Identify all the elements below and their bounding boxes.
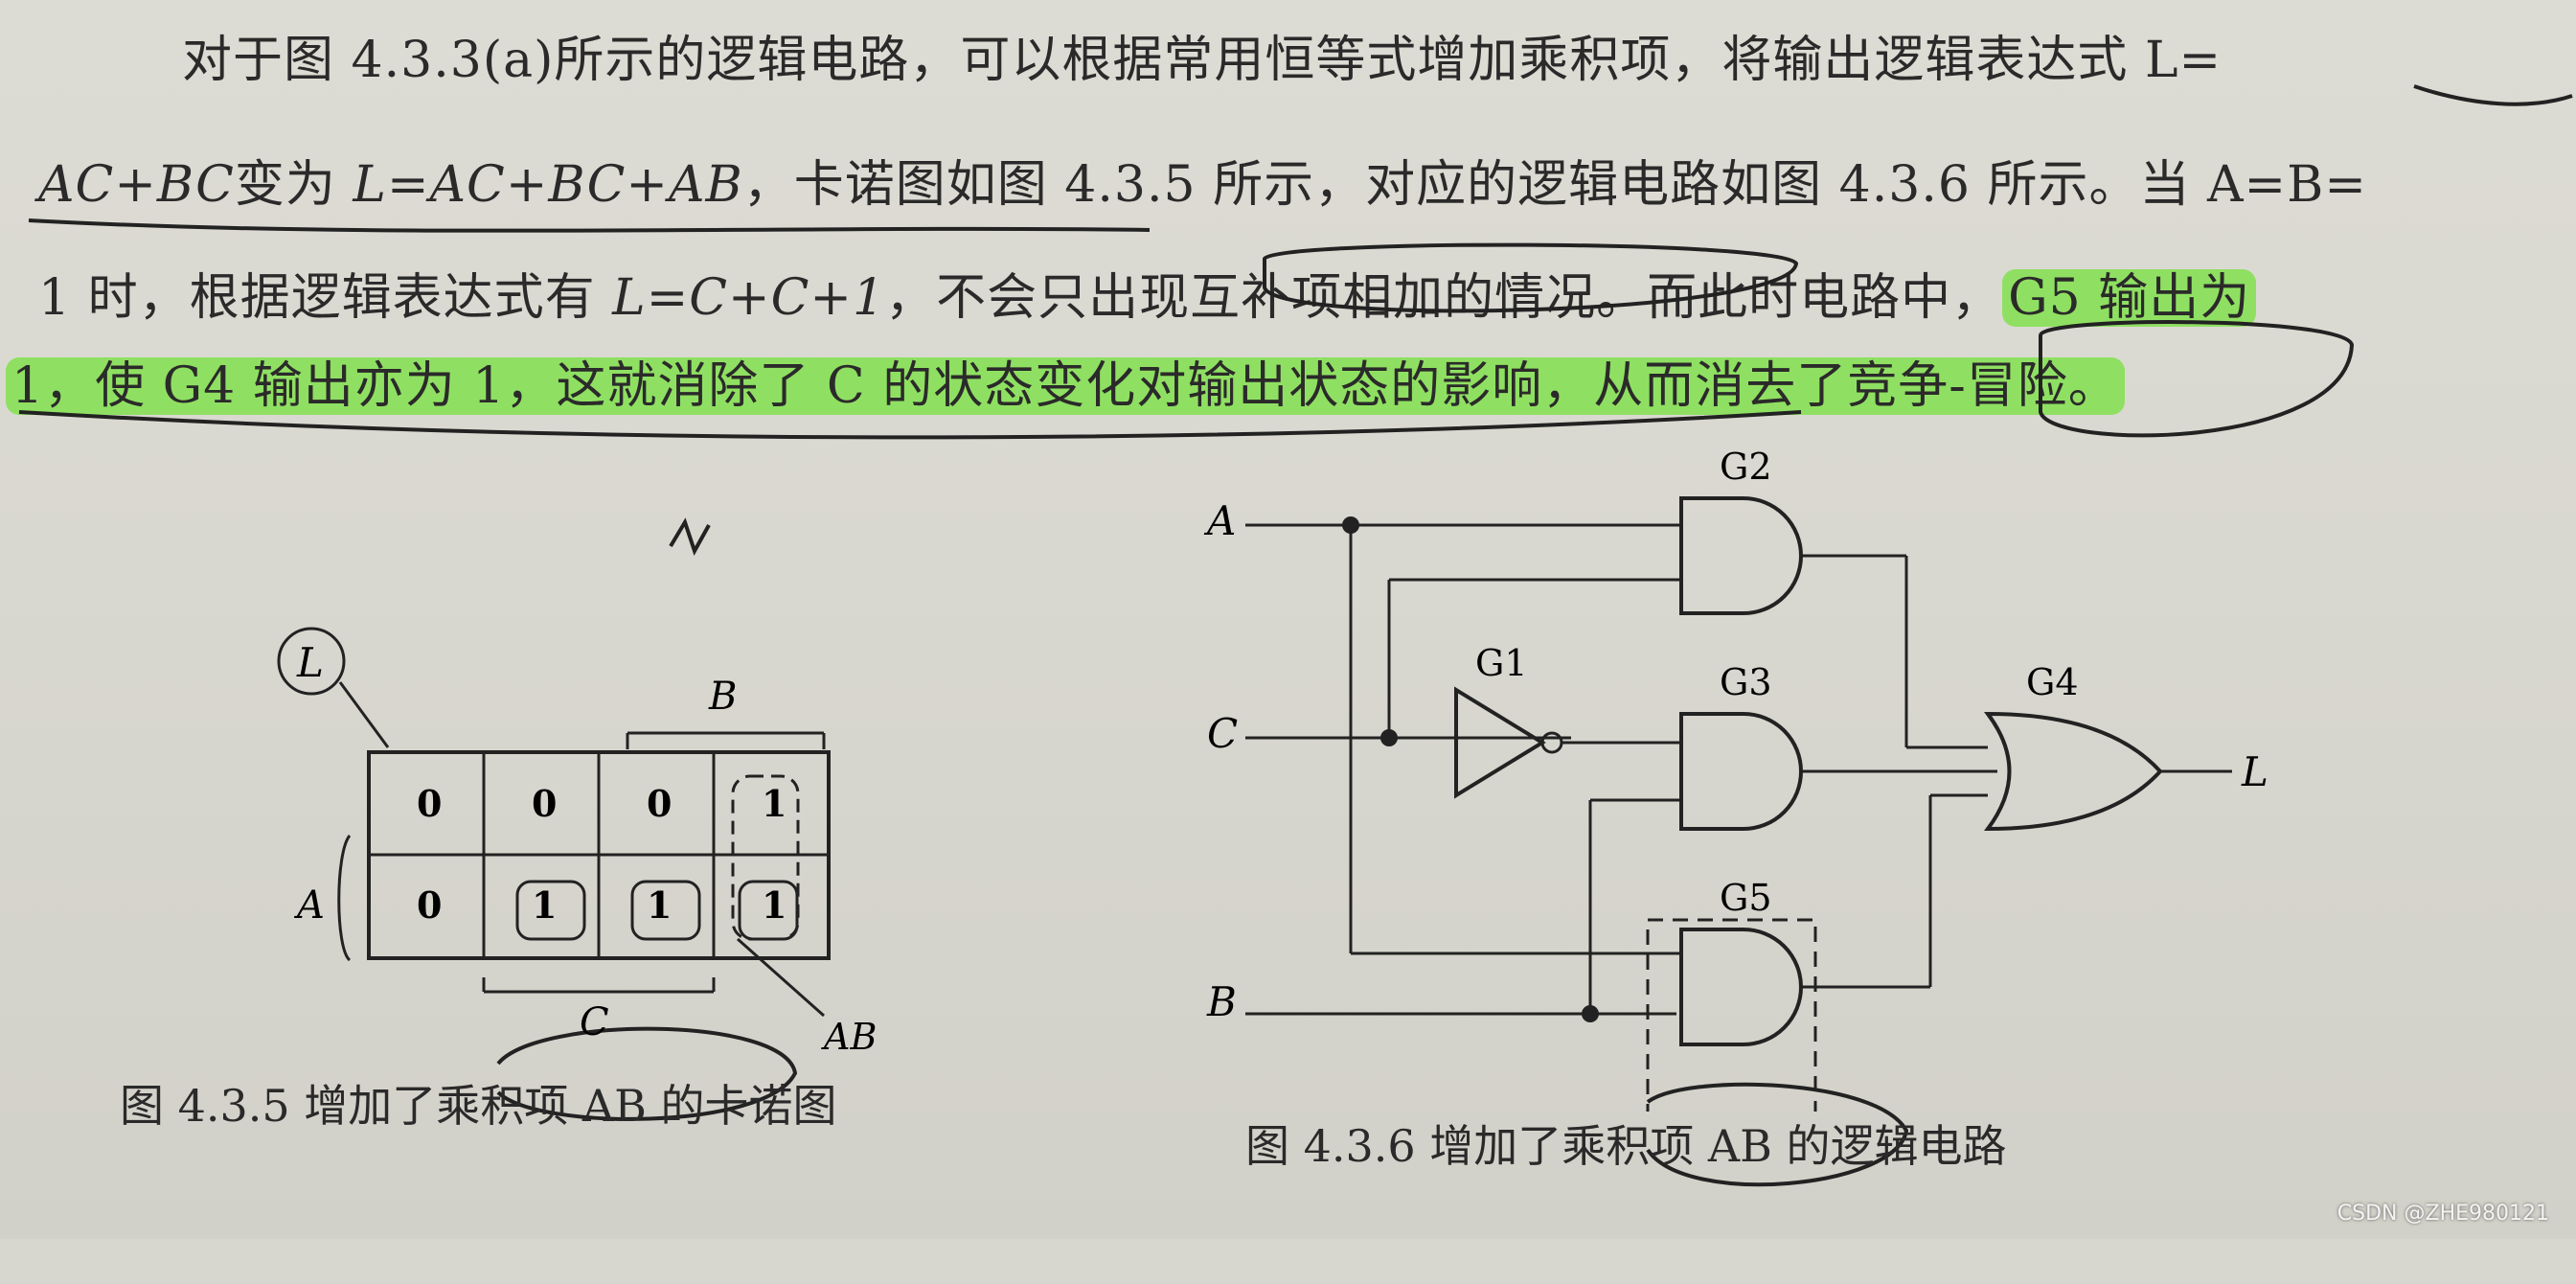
text-line-2-rest: ，卡诺图如图 4.3.5 所示，对应的逻辑电路如图 4.3.6 所示。当 A=B…: [742, 156, 2367, 214]
expr-original: AC+BC: [38, 156, 235, 214]
expr-a-eq-b: L=C+C+1: [612, 269, 886, 327]
kmap-group-cell-2: [630, 880, 701, 941]
text-line-4: 1，使 G4 输出亦为 1，这就消除了 C 的状态变化对输出状态的影响，从而消去…: [6, 345, 2125, 417]
kmap-group-cell-1: [515, 880, 586, 941]
highlight-g5: G5 输出为: [2002, 269, 2257, 327]
kmap-cell-0-1: 0: [532, 782, 557, 825]
karnaugh-map: L B A 0 0 0 1 0 1 1 1 AB C: [277, 627, 877, 1058]
book-page: 对于图 4.3.3(a)所示的逻辑电路，可以根据常用恒等式增加乘积项，将输出逻辑…: [0, 0, 2576, 1239]
gate-label-g5: G5: [1720, 877, 1772, 919]
input-label-a: A: [1203, 497, 1236, 544]
gate-g2-and: [1679, 496, 1803, 615]
input-label-c: C: [1207, 710, 1238, 757]
gate-label-g3: G3: [1720, 661, 1772, 703]
gate-label-g2: G2: [1720, 446, 1772, 488]
kmap-cell-1-2: 1: [647, 883, 672, 927]
expr-new: L=AC+BC+AB: [353, 156, 743, 214]
text-line-1: 对于图 4.3.3(a)所示的逻辑电路，可以根据常用恒等式增加乘积项，将输出逻辑…: [182, 32, 2223, 89]
kmap-left-label: A: [293, 883, 325, 928]
gate-label-g1: G1: [1475, 642, 1528, 684]
text-line-3-b: ，不会只出现互补项相加的情况。而此时电路中，: [885, 269, 2003, 327]
input-label-b: B: [1206, 978, 1237, 1025]
output-label-l: L: [2241, 748, 2268, 795]
pen-annotations: [18, 84, 2573, 1187]
text-line-2: AC+BC变为 L=AC+BC+AB，卡诺图如图 4.3.5 所示，对应的逻辑电…: [38, 144, 2367, 216]
g5-dashed-box: [1646, 918, 1817, 1112]
highlight-conclusion: 1，使 G4 输出亦为 1，这就消除了 C 的状态变化对输出状态的影响，从而消去…: [6, 357, 2125, 415]
kmap-cell-0-2: 0: [647, 782, 672, 825]
caption-fig-4-3-6: 图 4.3.6 增加了乘积项 AB 的逻辑电路: [1245, 1120, 2007, 1172]
kmap-bottom-label: C: [580, 1000, 609, 1044]
kmap-top-label: B: [708, 675, 737, 719]
caption-fig-4-3-5: 图 4.3.5 增加了乘积项 AB 的卡诺图: [120, 1080, 837, 1132]
kmap-cell-1-0: 0: [417, 883, 442, 927]
kmap-output-circle: [277, 627, 346, 696]
kmap-output-label: L: [296, 639, 324, 686]
kmap-cell-0-0: 0: [417, 782, 442, 825]
text-change-to: 变为: [234, 156, 353, 214]
gate-g5-and: [1679, 928, 1803, 1046]
kmap-cell-1-1: 1: [532, 883, 557, 927]
gate-g1-not: [1454, 686, 1546, 799]
kmap-cell-1-3: 1: [762, 883, 786, 927]
kmap-cell-0-3: 1: [762, 782, 786, 825]
logic-circuit: A C B G1 G2 G3 G5: [1203, 446, 2268, 1112]
text-line-3: 1 时，根据逻辑表达式有 L=C+C+1，不会只出现互补项相加的情况。而此时电路…: [38, 257, 2257, 329]
gate-label-g4: G4: [2026, 661, 2079, 703]
kmap-group-label: AB: [821, 1016, 877, 1058]
watermark: CSDN @ZHE980121: [2337, 1202, 2549, 1226]
text-line-3-a: 1 时，根据逻辑表达式有: [38, 269, 613, 327]
gate-g3-and: [1679, 712, 1803, 831]
kmap-group-cell-3: [738, 880, 799, 941]
gate-g4-or: [1984, 711, 2163, 832]
